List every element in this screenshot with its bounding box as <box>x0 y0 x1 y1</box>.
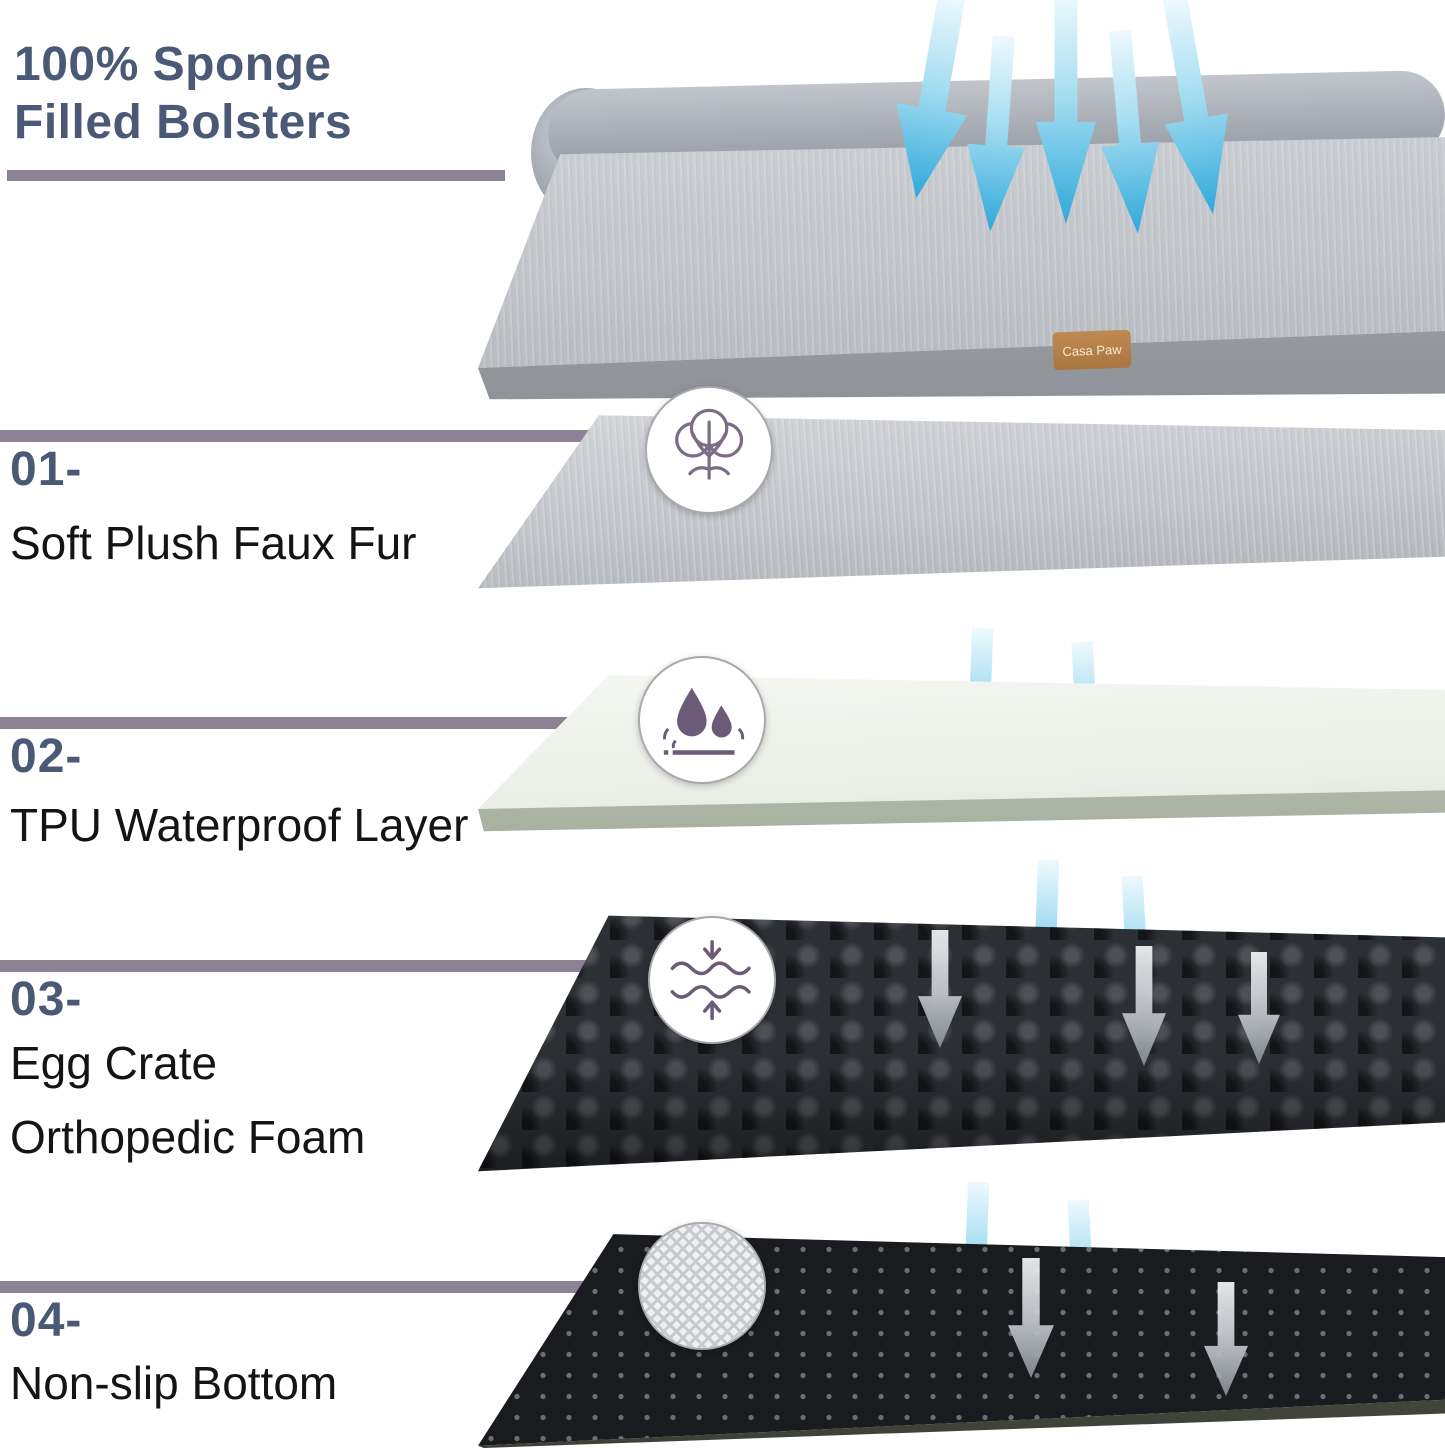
non-slip-bottom-layer-image <box>478 1218 1445 1448</box>
section-02-number: 02- <box>10 730 83 783</box>
section-04-label: Non-slip Bottom <box>10 1357 338 1409</box>
faux-fur-layer-image <box>478 406 1445 592</box>
section-03-label-line1: Egg Crate <box>10 1037 218 1089</box>
tpu-waterproof-layer-image <box>478 662 1445 848</box>
brand-tag-label: Casa Paw <box>1062 341 1122 359</box>
section-03-label-line2: Orthopedic Foam <box>10 1111 366 1163</box>
section-02-label: TPU Waterproof Layer <box>10 799 469 851</box>
brand-tag: Casa Paw <box>1052 329 1132 371</box>
compression-arrows-icon <box>648 916 776 1044</box>
cotton-icon <box>645 386 773 514</box>
title-underline-bar <box>7 170 505 181</box>
page-title-line2: Filled Bolsters <box>14 95 353 149</box>
section-01-label: Soft Plush Faux Fur <box>10 517 417 569</box>
page-title: 100% Sponge Filled Bolsters <box>14 36 352 151</box>
section-03-number: 03- <box>10 973 83 1026</box>
waterproof-droplets-icon <box>638 656 766 784</box>
anti-slip-pattern-icon <box>638 1222 766 1350</box>
bed-mattress-top <box>478 137 1445 368</box>
section-01-number: 01- <box>10 443 83 496</box>
page-title-line1: 100% Sponge <box>14 38 332 91</box>
section-04-number: 04- <box>10 1294 83 1347</box>
egg-crate-foam-layer-image <box>478 902 1445 1174</box>
